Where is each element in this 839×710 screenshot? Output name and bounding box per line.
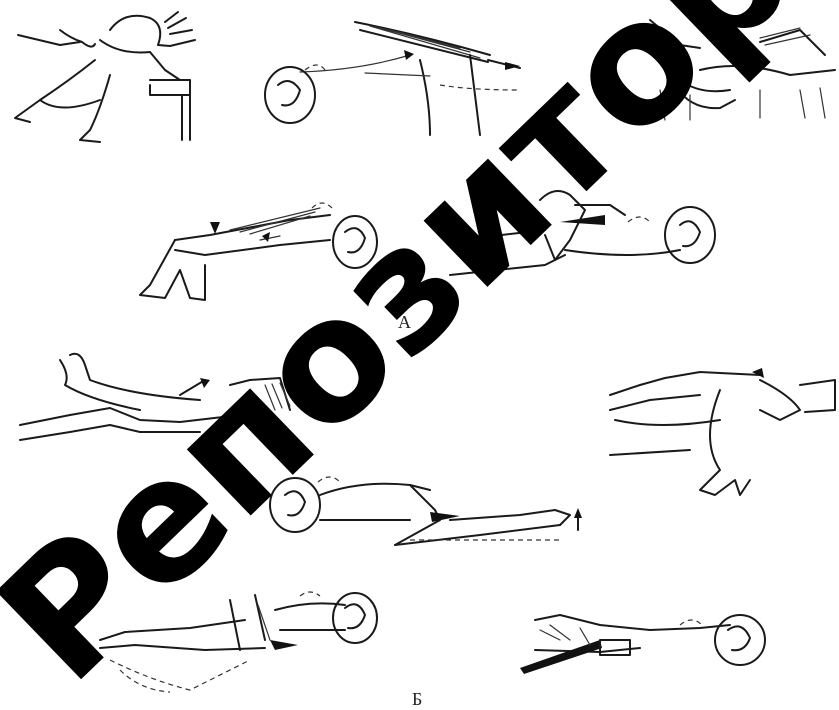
elbow-reflex-arc-diagram [270, 477, 582, 545]
lying-patient-figure [630, 20, 835, 120]
foot-reflex-right-diagram [450, 191, 715, 275]
panel-label-a: А [398, 312, 411, 333]
arm-reflex-right-figure [610, 368, 835, 495]
panel-label-b: Б [412, 689, 422, 710]
knee-reflex-arc-diagram [265, 22, 520, 135]
seated-patient-figure [15, 12, 195, 142]
triceps-reflex-diagram [100, 592, 377, 692]
arm-reflex-left-figure [20, 354, 290, 440]
radial-reflex-diagram [520, 615, 765, 674]
foot-reflex-left-diagram [140, 203, 377, 300]
